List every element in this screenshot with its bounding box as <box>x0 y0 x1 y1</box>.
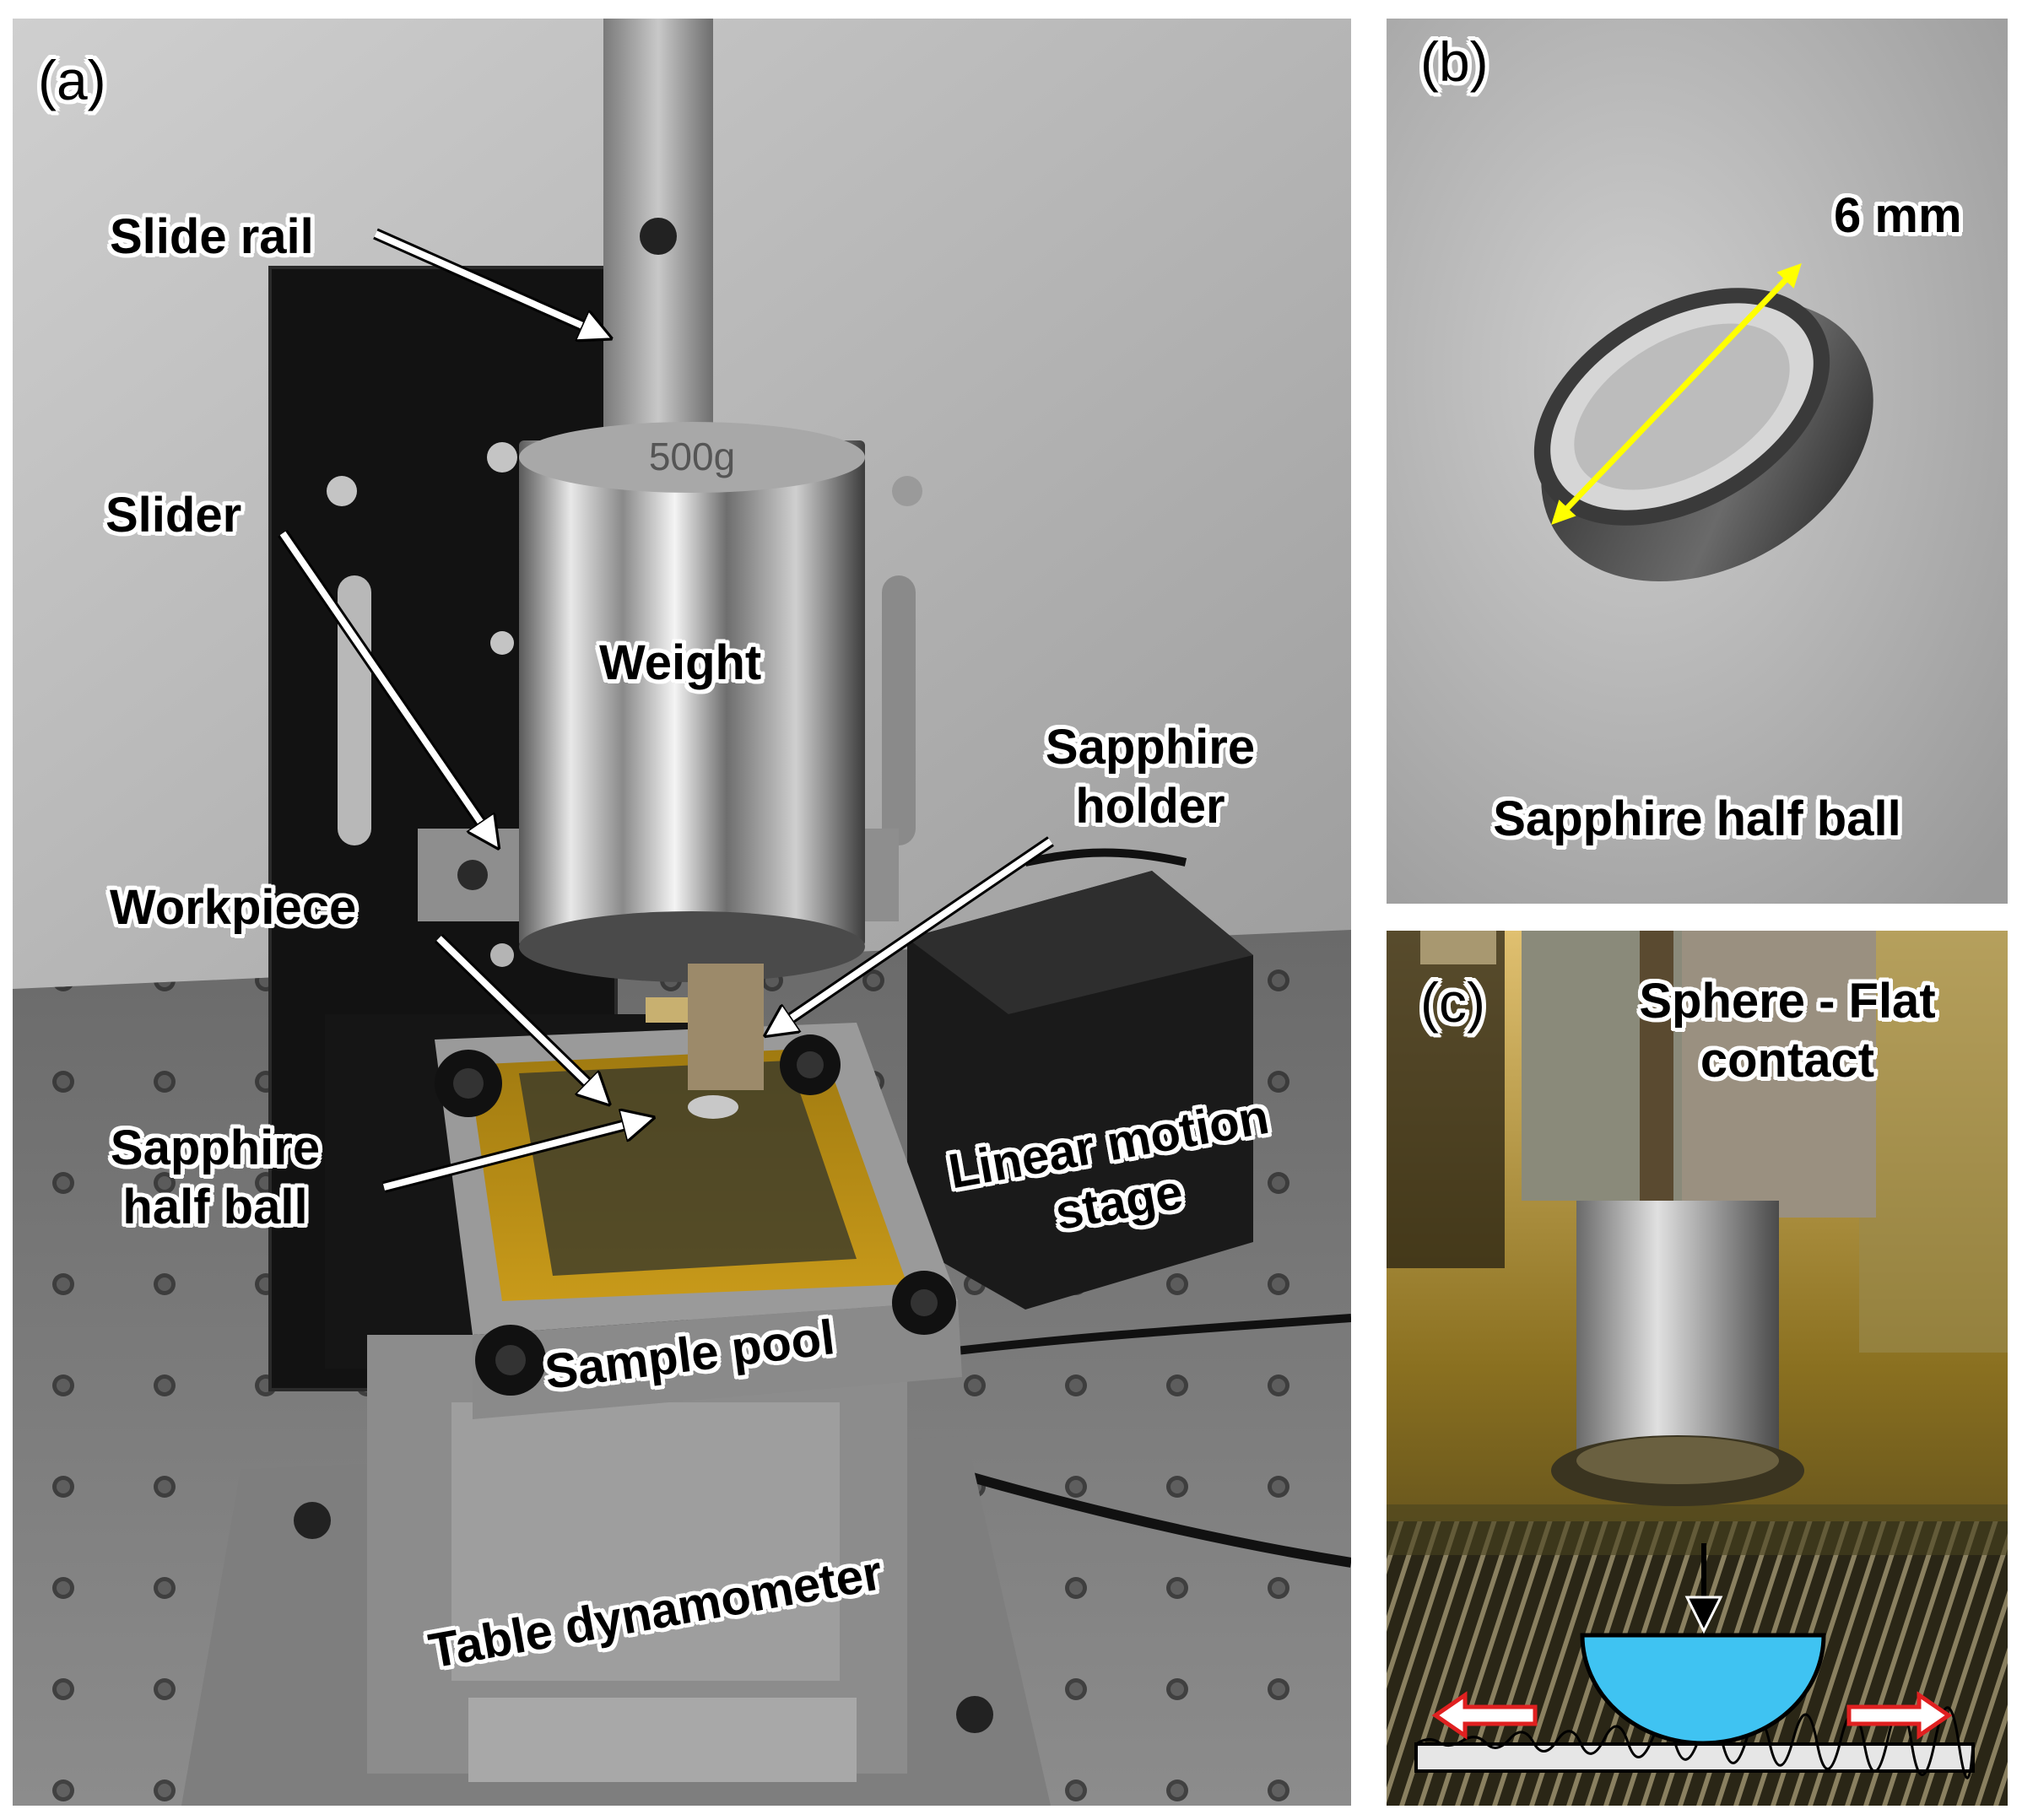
panel-b-caption: Sapphire half ball <box>1493 791 1901 846</box>
panel-c-title-line2: contact <box>1700 1033 1875 1088</box>
panel-c-photo: (c) Sphere - Flat contact <box>1387 931 2008 1806</box>
panel-b-photo: (b) 6 mm Sapphire half ball <box>1387 19 2008 904</box>
panel-c-title: Sphere - Flat contact <box>1602 977 1973 1085</box>
callout-sapphire-holder-line1: Sapphire <box>1045 720 1256 775</box>
callout-workpiece: Workpiece <box>110 880 357 935</box>
callout-slider: Slider <box>105 488 242 543</box>
callout-weight: Weight <box>599 635 762 690</box>
callout-sapphire-holder-line2: holder <box>1075 779 1225 834</box>
panel-b-label: (b) <box>1420 30 1489 93</box>
weight-engraving: 500g <box>649 435 735 478</box>
panel-c-label: (c) <box>1420 971 1485 1034</box>
callout-sapphire-half-ball-line2: half ball <box>122 1180 308 1234</box>
callout-sapphire-holder: Sapphire holder <box>1011 723 1289 831</box>
sapphire-half-ball-photo <box>1387 19 2008 904</box>
panel-a-label: (a) <box>38 49 106 111</box>
dimension-label: 6 mm <box>1834 188 1962 243</box>
callout-slide-rail: Slide rail <box>110 209 314 264</box>
callout-sapphire-half-ball: Sapphire half ball <box>89 1124 342 1232</box>
panel-c-title-line1: Sphere - Flat <box>1639 974 1936 1029</box>
panel-a-photo: 500g (a) Slide rail Slider Weight Sapphi… <box>13 19 1351 1806</box>
callout-sapphire-half-ball-line1: Sapphire <box>110 1121 321 1175</box>
